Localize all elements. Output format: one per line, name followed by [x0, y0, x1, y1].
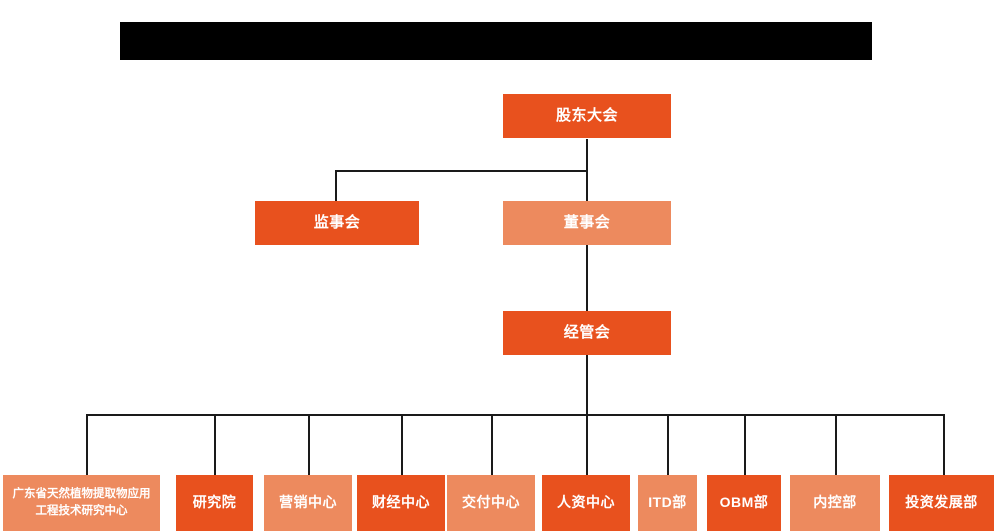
- node-delivery-center[interactable]: 交付中心: [447, 475, 535, 531]
- connector-drop-internal-control-dept: [835, 414, 837, 475]
- connector-drop-directors: [586, 170, 588, 201]
- connector-directors-to-management: [586, 245, 588, 311]
- connector-drop-obm-dept: [744, 414, 746, 475]
- connector-drop-investment-development-dept: [943, 414, 945, 475]
- connector-drop-marketing-center: [308, 414, 310, 475]
- connector-drop-delivery-center: [491, 414, 493, 475]
- node-research-institute[interactable]: 研究院: [176, 475, 253, 531]
- node-marketing-center[interactable]: 营销中心: [264, 475, 352, 531]
- node-board-of-directors[interactable]: 董事会: [503, 201, 671, 245]
- node-board-of-supervisors[interactable]: 监事会: [255, 201, 419, 245]
- connector-drop-hr-center: [586, 414, 588, 475]
- node-obm-department[interactable]: OBM部: [707, 475, 781, 531]
- connector-drop-itd-dept: [667, 414, 669, 475]
- node-hr-center[interactable]: 人资中心: [542, 475, 630, 531]
- connector-drop-supervisors: [335, 170, 337, 201]
- node-investment-development-department[interactable]: 投资发展部: [889, 475, 994, 531]
- redacted-title-bar: [120, 22, 872, 60]
- node-management-committee[interactable]: 经管会: [503, 311, 671, 355]
- connector-drop-finance-center: [401, 414, 403, 475]
- node-finance-center[interactable]: 财经中心: [357, 475, 445, 531]
- connector-drop-rnd-center: [86, 414, 88, 475]
- connector-management-stem: [586, 355, 588, 415]
- connector-shareholders-stem: [586, 139, 588, 171]
- node-itd-department[interactable]: ITD部: [638, 475, 697, 531]
- connector-level4-bus: [86, 414, 944, 416]
- node-guangdong-plant-extract-engineering-research-center[interactable]: 广东省天然植物提取物应用工程技术研究中心: [3, 475, 160, 531]
- connector-level2-bus: [335, 170, 588, 172]
- node-shareholders-meeting[interactable]: 股东大会: [503, 94, 671, 138]
- connector-drop-research-institute: [214, 414, 216, 475]
- node-internal-control-department[interactable]: 内控部: [790, 475, 880, 531]
